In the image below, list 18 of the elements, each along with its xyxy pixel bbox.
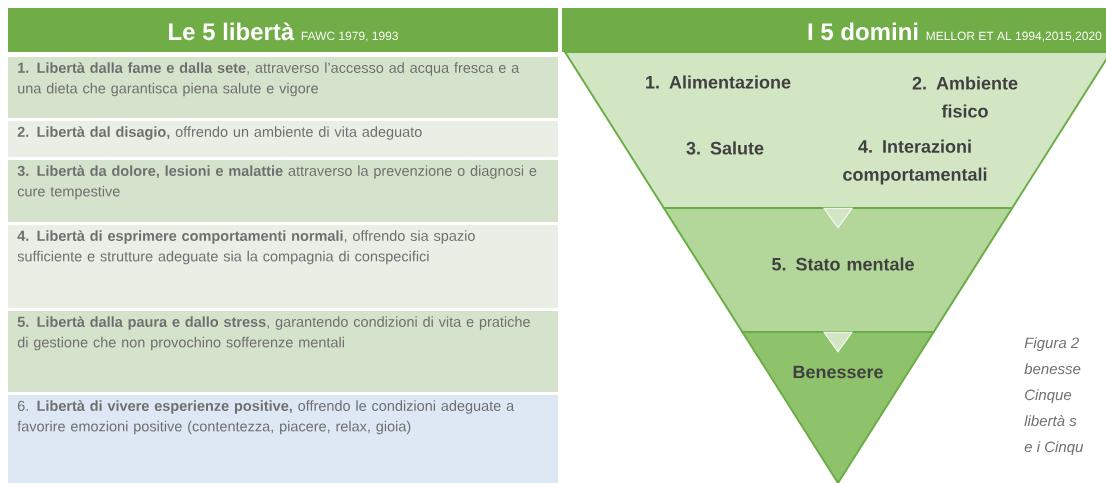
caption-text: Figura 2 (1024, 337, 1079, 352)
chevron-arrow (823, 331, 853, 353)
table-row: 1. Libertà dalla fame e dalla sete, attraverso l’accesso ad acqua fresca e a una dieta che garantisca piena salute e vigore (8, 57, 558, 118)
funnel-band: Benessere (741, 331, 935, 483)
table-row: 2. Libertà dal disagio, offrendo un ambiente di vita adeguato (8, 121, 558, 157)
caption-text: e i Cinqu (1024, 441, 1084, 456)
funnel-band: 1. Alimentazione 2. Ambiente fisico 3. Salute 4. Interazioni comportamentali (564, 51, 1106, 209)
caption-text: benesse (1024, 363, 1081, 375)
funnel-band: 5. Stato mentale (662, 207, 1014, 333)
table-row: 3. Libertà da dolore, lesioni e malattie attraverso la prevenzione o diagnosi e cure tempestive (8, 160, 558, 222)
header-bar: I 5 domini MELLOR ET AL 1994,2015,2020 (562, 8, 1106, 52)
caption-text: libertà s (1024, 414, 1077, 427)
table-row: 6. Libertà di vivere esperienze positive, offrendo le condizioni adeguate a favorire emozioni positive (contentezza, piacere, relax, gioia) (8, 395, 558, 483)
chevron-arrow (823, 207, 853, 229)
caption-text: Cinque (1025, 389, 1072, 404)
table-row: 4. Libertà di esprimere comportamenti normali, offrendo sia spazio sufficiente e strutture adeguate sia la compagnia di conspecifici (8, 225, 558, 308)
header-bar: Le 5 libertà FAWC 1979, 1993 (8, 8, 558, 52)
table-row: 5. Libertà dalla paura e dallo stress, garantendo condizioni di vita e pratiche di gestione che non provochino sofferenze mentali (8, 311, 558, 392)
